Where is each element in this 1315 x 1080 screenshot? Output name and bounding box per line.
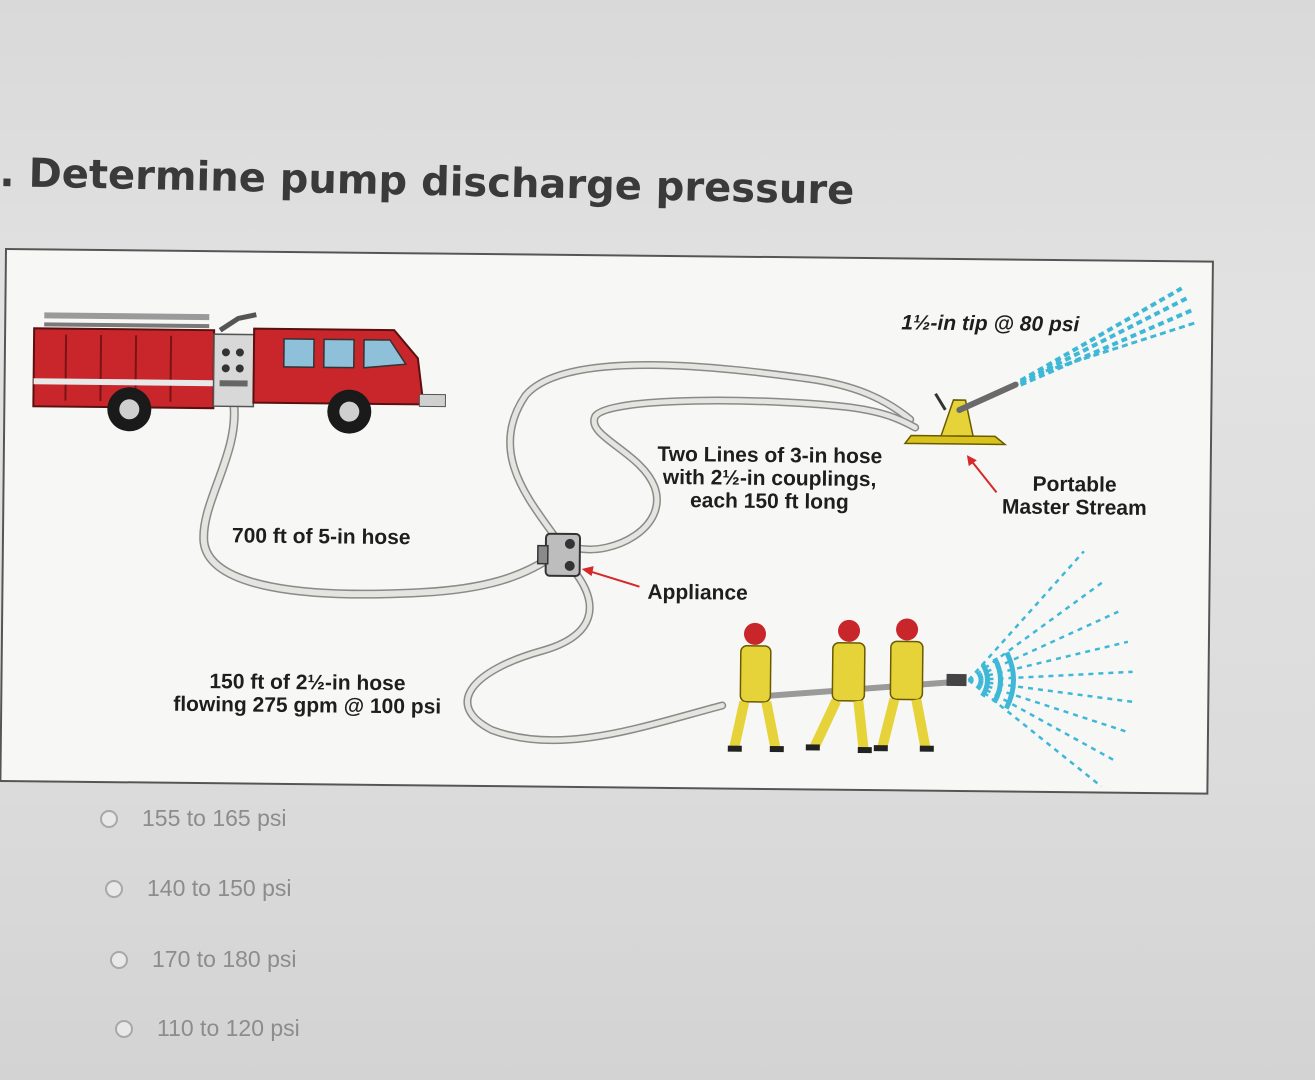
- hose-layout-figure: 1½-in tip @ 80 psi Two Lines of 3-in hos…: [0, 248, 1214, 795]
- answer-option-4[interactable]: 110 to 120 psi: [115, 1015, 300, 1042]
- radio-button[interactable]: [105, 879, 123, 898]
- firefighter-crew: [727, 618, 967, 754]
- answer-option-2[interactable]: 140 to 150 psi: [105, 875, 292, 902]
- answer-option-label: 155 to 165 psi: [142, 805, 287, 831]
- answer-option-3[interactable]: 170 to 180 psi: [110, 946, 297, 973]
- figure-illustration: [32, 286, 1197, 788]
- answer-option-label: 110 to 120 psi: [157, 1015, 300, 1041]
- supply-hose-label: 700 ft of 5-in hose: [231, 524, 411, 550]
- answer-option-label: 170 to 180 psi: [152, 946, 297, 972]
- radio-button[interactable]: [100, 809, 118, 828]
- handline-label-line1: 150 ft of 2½-in hose: [209, 670, 406, 696]
- handline-label: 150 ft of 2½-in hose flowing 275 gpm @ 1…: [162, 670, 452, 719]
- question-title: . Determine pump discharge pressure: [0, 150, 855, 214]
- three-inch-lines-label: Two Lines of 3-in hose with 2½-in coupli…: [634, 443, 905, 515]
- master-stream-device: [903, 381, 1019, 446]
- handline-fog-spray: [967, 550, 1133, 788]
- tip-label: 1½-in tip @ 80 psi: [901, 311, 1080, 337]
- supply-hose: [199, 395, 561, 599]
- answer-option-1[interactable]: 155 to 165 psi: [100, 805, 287, 832]
- master-stream-label: Portable Master Stream: [994, 472, 1154, 520]
- handline-label-line2: flowing 275 gpm @ 100 psi: [173, 692, 442, 719]
- three-inch-lines-label-line2: with 2½-in couplings,: [662, 465, 877, 492]
- three-inch-lines-label-line1: Two Lines of 3-in hose: [657, 442, 883, 469]
- answer-option-label: 140 to 150 psi: [147, 875, 292, 901]
- master-stream-label-line1: Portable: [1032, 472, 1117, 497]
- master-stream-spray: [1019, 286, 1197, 387]
- master-stream-label-line2: Master Stream: [1001, 495, 1147, 520]
- appliance-device: [536, 532, 581, 577]
- three-inch-lines-label-line3: each 150 ft long: [689, 489, 849, 514]
- radio-button[interactable]: [110, 950, 128, 969]
- appliance-label: Appliance: [647, 580, 748, 605]
- fire-engine: [32, 312, 446, 434]
- radio-button[interactable]: [115, 1019, 133, 1038]
